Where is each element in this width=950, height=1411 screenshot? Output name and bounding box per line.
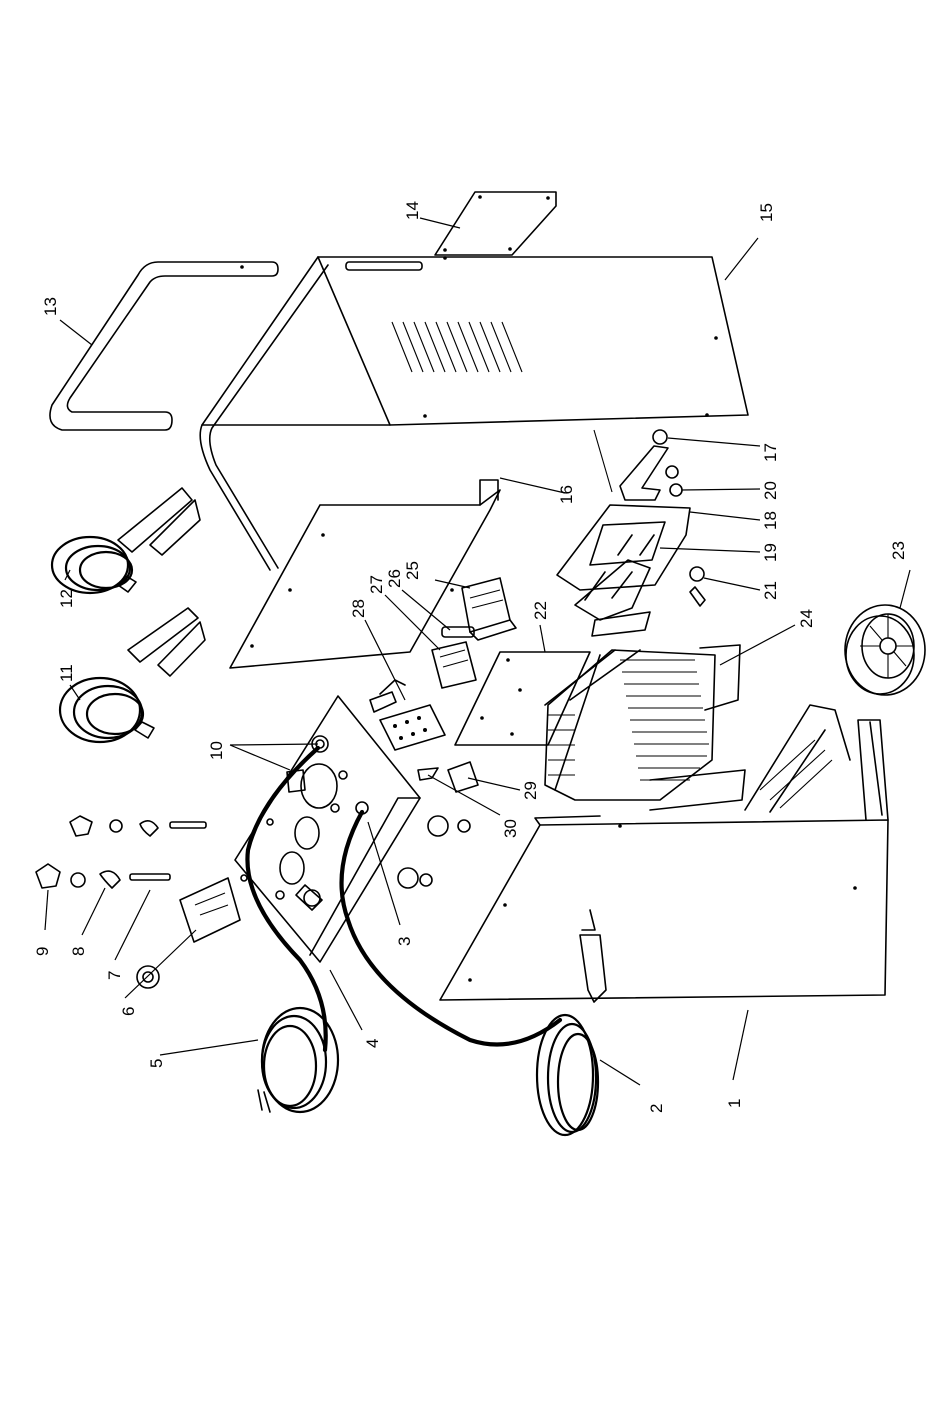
rear-plate — [435, 192, 556, 255]
label-6: 6 — [119, 1007, 138, 1016]
label-19: 19 — [761, 543, 780, 562]
label-27: 27 — [367, 575, 386, 594]
label-25: 25 — [403, 561, 422, 580]
rectifier-plate — [455, 652, 590, 745]
label-4: 4 — [363, 1039, 382, 1048]
label-15: 15 — [757, 203, 776, 222]
label-20: 20 — [761, 481, 780, 500]
handle — [50, 262, 278, 430]
label-30: 30 — [501, 819, 520, 838]
front-panel — [235, 696, 420, 962]
label-29: 29 — [521, 781, 540, 800]
terminal-block — [370, 680, 478, 792]
knobs-and-fittings — [36, 816, 470, 988]
label-17: 17 — [761, 443, 780, 462]
label-11: 11 — [57, 664, 76, 682]
lower-chassis — [440, 705, 888, 1000]
label-2: 2 — [647, 1104, 666, 1113]
inner-panel — [230, 480, 500, 668]
label-5: 5 — [147, 1059, 166, 1068]
label-23: 23 — [889, 541, 908, 560]
top-cover — [200, 256, 748, 570]
meter — [180, 878, 240, 942]
label-16: 16 — [557, 485, 576, 504]
label-22: 22 — [531, 601, 550, 620]
vent-slots — [392, 322, 522, 372]
contactor — [432, 578, 516, 688]
label-28: 28 — [349, 599, 368, 618]
label-3: 3 — [395, 937, 414, 946]
label-9: 9 — [33, 947, 52, 956]
rectifier-assembly — [557, 505, 705, 636]
label-8: 8 — [69, 947, 88, 956]
transformer — [545, 645, 745, 810]
label-21: 21 — [761, 581, 780, 600]
label-10: 10 — [207, 741, 226, 760]
leader-lines — [45, 218, 910, 1085]
label-24: 24 — [797, 609, 816, 628]
label-7: 7 — [105, 971, 124, 980]
earth-clamp-12 — [52, 488, 200, 593]
earth-clamp-11 — [60, 608, 205, 742]
wheel — [845, 605, 925, 695]
label-18: 18 — [761, 511, 780, 530]
label-12: 12 — [57, 589, 76, 608]
label-14: 14 — [403, 201, 422, 220]
label-26: 26 — [385, 569, 404, 588]
rectifier-bracket — [620, 430, 682, 500]
label-13: 13 — [41, 297, 60, 316]
label-1: 1 — [725, 1099, 744, 1108]
cable-glands — [287, 736, 368, 814]
